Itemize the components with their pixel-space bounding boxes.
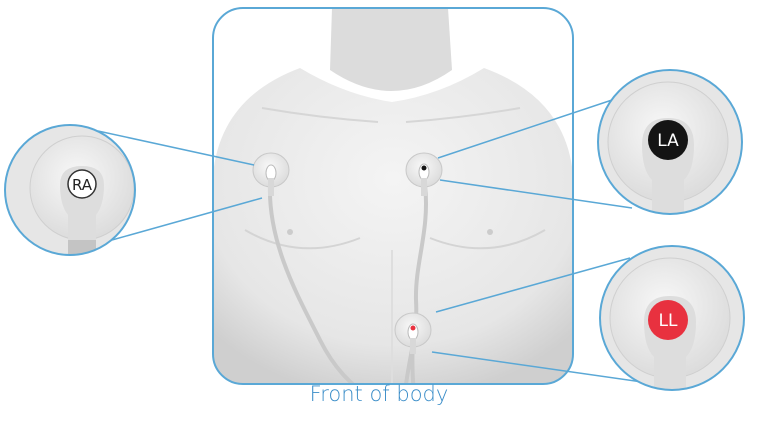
- ll-label: LL: [659, 311, 678, 331]
- caption: Front of body: [0, 382, 758, 406]
- ra-label: RA: [72, 176, 93, 194]
- la-label: LA: [657, 131, 679, 151]
- torso-figure: [213, 8, 573, 392]
- ra-zoom-circle: [5, 125, 135, 270]
